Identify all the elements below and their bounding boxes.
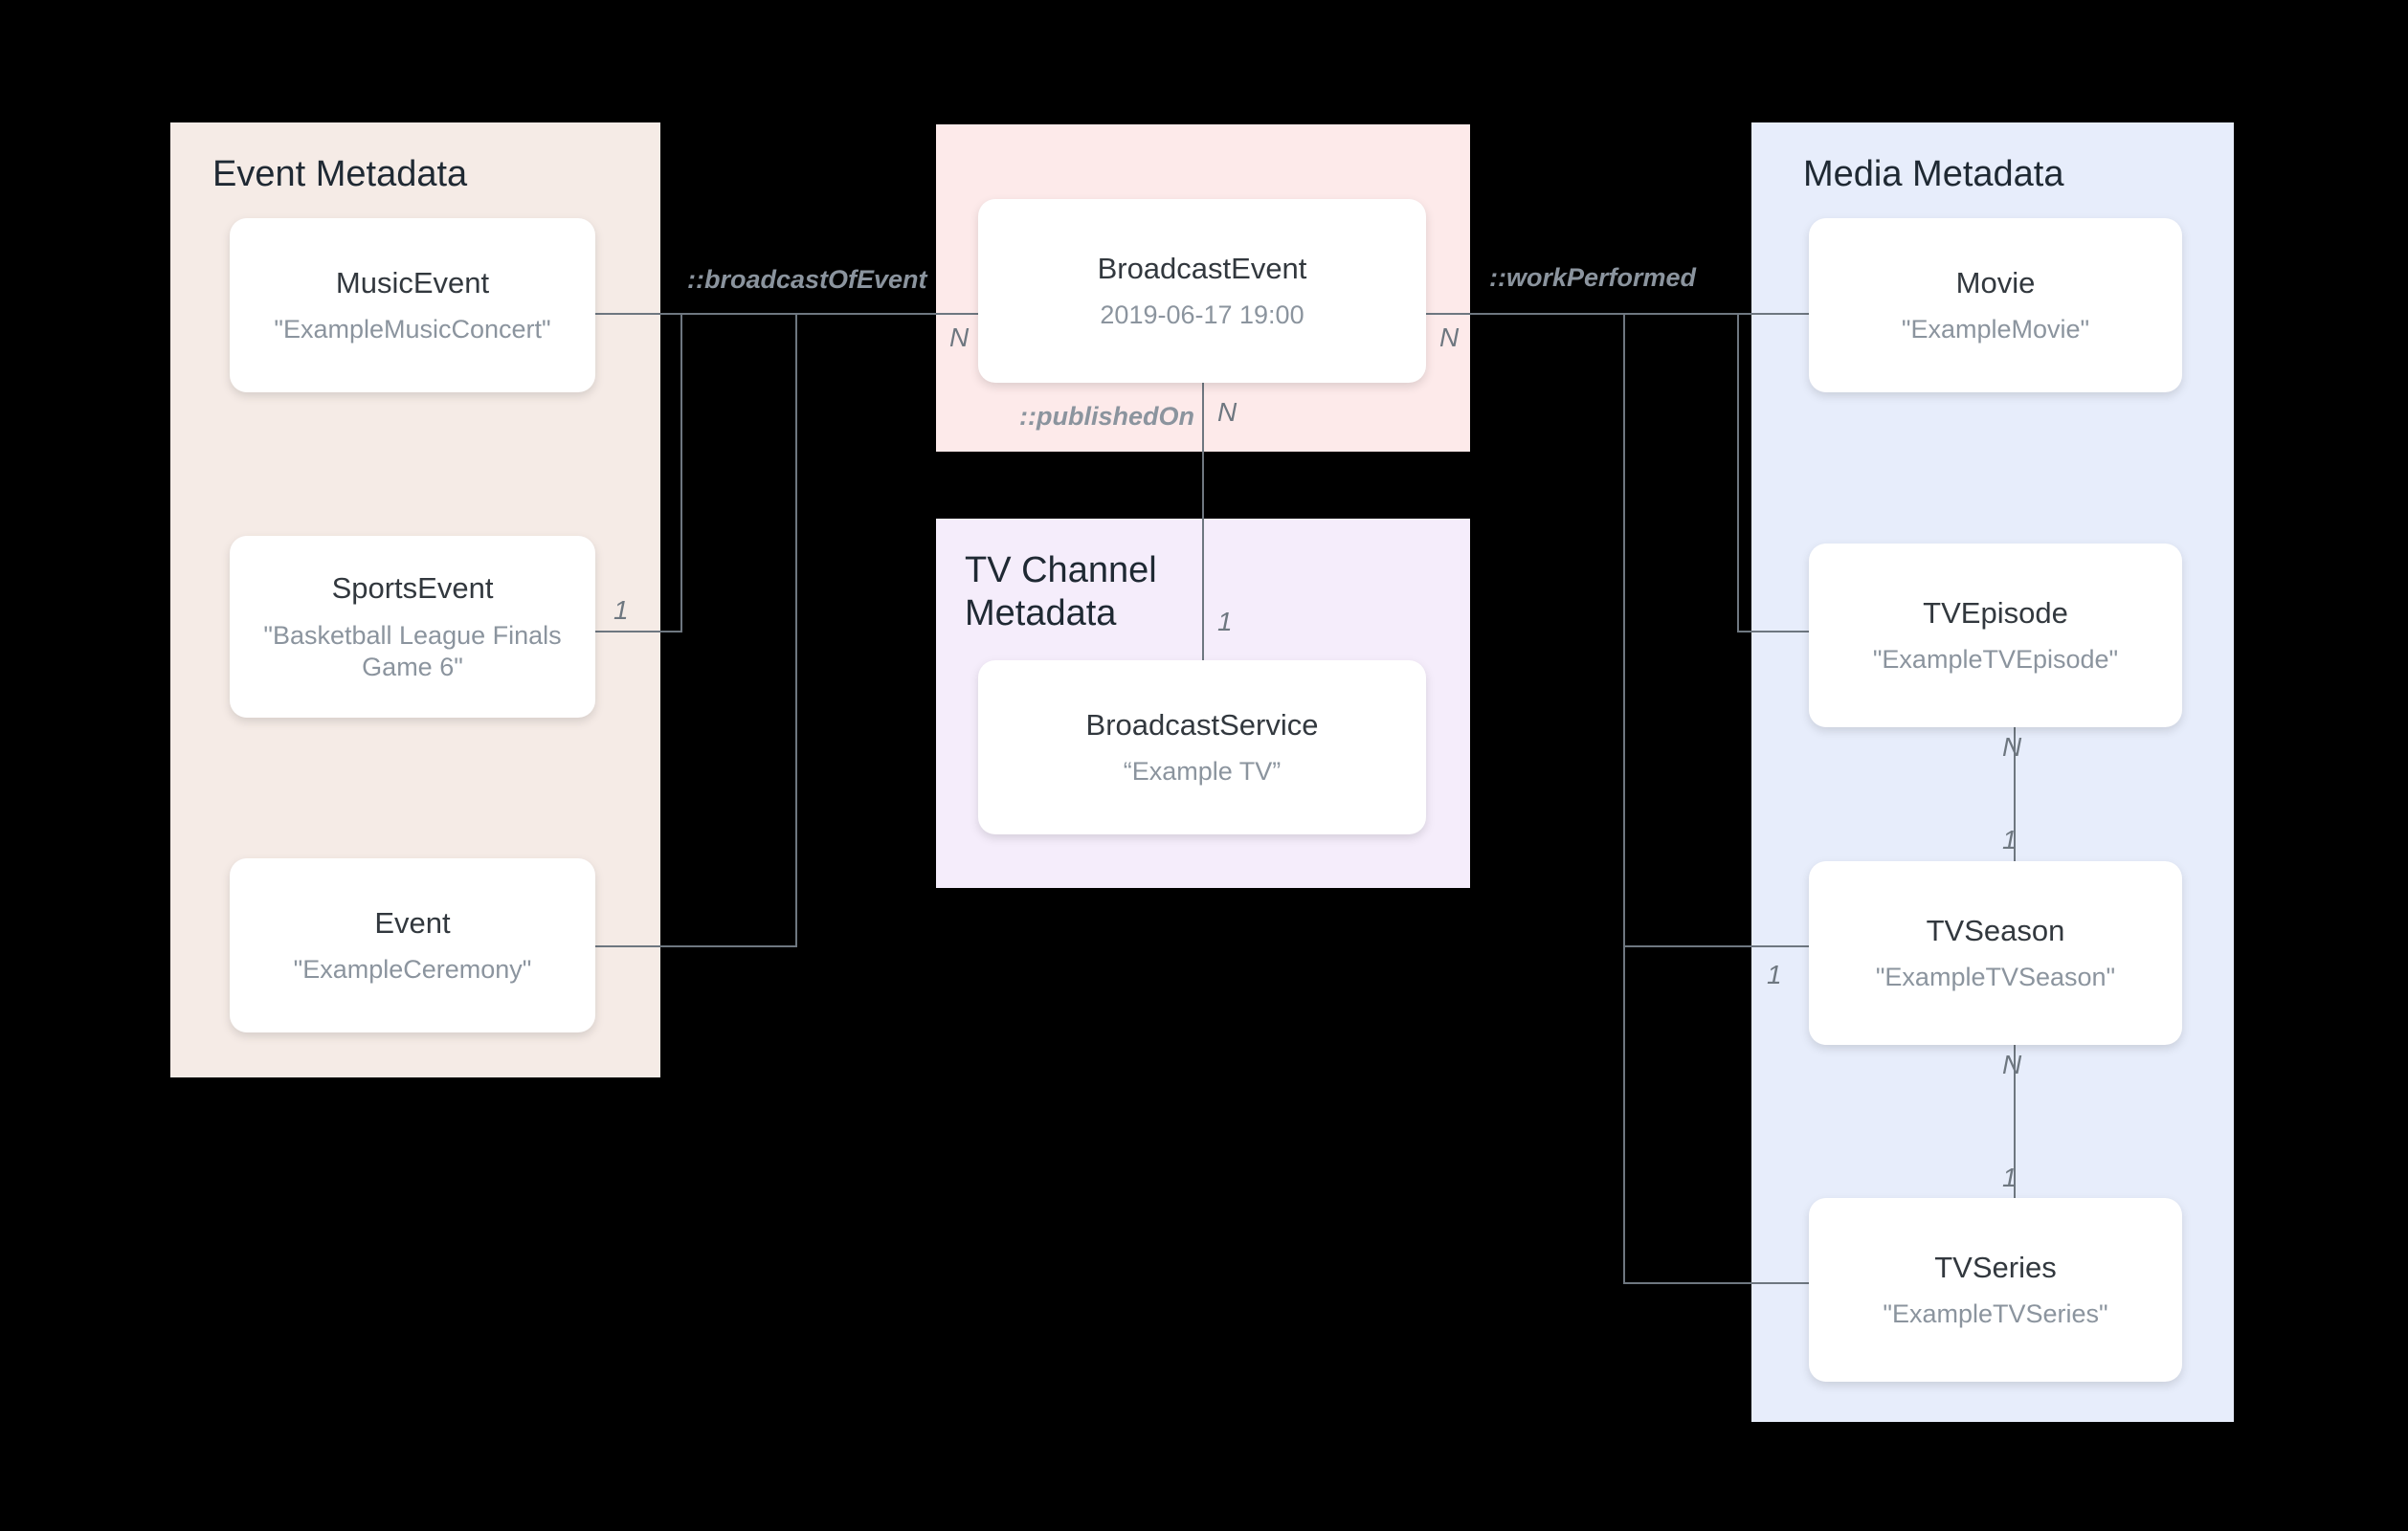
connector-work-performed-trunk: [1426, 313, 1795, 315]
node-title-sports-event: SportsEvent: [331, 571, 494, 606]
node-title-broadcast-service: BroadcastService: [1085, 707, 1319, 742]
relation-label-work-performed: ::workPerformed: [1489, 263, 1697, 292]
node-subtitle-music-event: "ExampleMusicConcert": [274, 315, 551, 344]
node-title-tv-episode: TVEpisode: [1923, 595, 2068, 630]
group-title-media-metadata: Media Metadata: [1803, 154, 2064, 194]
node-broadcast-event[interactable]: BroadcastEvent 2019-06-17 19:00: [978, 199, 1426, 383]
group-title-event-metadata: Event Metadata: [212, 154, 468, 194]
node-event[interactable]: Event "ExampleCeremony": [230, 858, 595, 1032]
connector-tv-episode-stub: [1737, 631, 1810, 632]
node-subtitle-broadcast-event: 2019-06-17 19:00: [1100, 300, 1304, 330]
node-subtitle-movie: "ExampleMovie": [1901, 315, 2090, 344]
node-title-music-event: MusicEvent: [335, 265, 490, 300]
group-title-tv-channel-metadata: TV Channel Metadata: [965, 550, 1157, 633]
cardinality-episode-to-season-n: N: [2002, 732, 2022, 762]
node-title-event: Event: [374, 905, 451, 940]
node-music-event[interactable]: MusicEvent "ExampleMusicConcert": [230, 218, 595, 392]
node-tv-series[interactable]: TVSeries "ExampleTVSeries": [1809, 1198, 2182, 1382]
node-subtitle-sports-event: "Basketball League Finals Game 6": [263, 620, 562, 681]
cardinality-work-performed-source: N: [1439, 322, 1460, 352]
cardinality-season-to-series-n: N: [2002, 1050, 2022, 1079]
relation-label-published-on: ::publishedOn: [1019, 402, 1194, 431]
cardinality-broadcast-of-event-target: N: [949, 322, 970, 352]
connector-tv-series-stub: [1623, 1282, 1810, 1284]
connector-movie-stub: [1623, 313, 1810, 315]
connector-event-stub: [595, 945, 796, 947]
cardinality-work-performed-target: 1: [1767, 960, 1782, 989]
connector-season-to-series: [2014, 1045, 2016, 1198]
node-title-tv-series: TVSeries: [1934, 1250, 2057, 1284]
node-title-movie: Movie: [1955, 265, 2036, 300]
node-subtitle-tv-series: "ExampleTVSeries": [1883, 1299, 2108, 1329]
cardinality-episode-to-season-1: 1: [2002, 825, 2018, 854]
cardinality-published-on-target: 1: [1217, 607, 1233, 636]
node-subtitle-tv-season: "ExampleTVSeason": [1875, 963, 2116, 992]
node-subtitle-broadcast-service: “Example TV”: [1123, 757, 1282, 787]
connector-broadcast-of-event-trunk: [595, 313, 978, 315]
relation-label-broadcast-of-event: ::broadcastOfEvent: [687, 265, 927, 294]
node-tv-season[interactable]: TVSeason "ExampleTVSeason": [1809, 861, 2182, 1045]
node-title-broadcast-event: BroadcastEvent: [1097, 251, 1307, 285]
cardinality-season-to-series-1: 1: [2002, 1163, 2018, 1192]
node-sports-event[interactable]: SportsEvent "Basketball League Finals Ga…: [230, 536, 595, 718]
connector-sports-event-stub: [595, 631, 681, 632]
connector-media-bus-outer: [1623, 313, 1625, 1282]
connector-event-bus-inner: [680, 313, 682, 632]
node-movie[interactable]: Movie "ExampleMovie": [1809, 218, 2182, 392]
node-tv-episode[interactable]: TVEpisode "ExampleTVEpisode": [1809, 544, 2182, 727]
node-title-tv-season: TVSeason: [1926, 913, 2065, 947]
cardinality-published-on-source: N: [1217, 397, 1237, 427]
node-subtitle-event: "ExampleCeremony": [293, 955, 532, 985]
connector-event-bus-outer: [795, 313, 797, 947]
node-subtitle-tv-episode: "ExampleTVEpisode": [1872, 645, 2119, 675]
cardinality-broadcast-of-event-source: 1: [613, 595, 629, 625]
connector-tv-season-stub: [1623, 945, 1810, 947]
connector-media-bus-inner: [1737, 313, 1739, 632]
connector-published-on: [1202, 383, 1204, 660]
node-broadcast-service[interactable]: BroadcastService “Example TV”: [978, 660, 1426, 834]
